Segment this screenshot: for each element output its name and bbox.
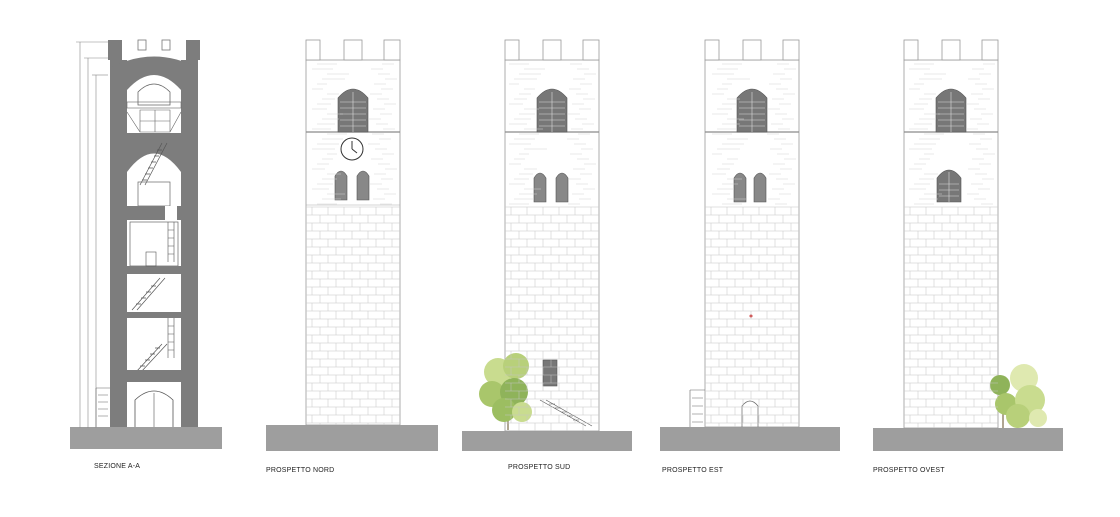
section-ladder (167, 222, 175, 262)
section-bell-frame (126, 101, 182, 109)
masonry-texture (505, 63, 599, 431)
west-elevation-drawing (873, 39, 1063, 451)
masonry-texture (904, 63, 998, 428)
section-slab (110, 312, 198, 318)
north-ground (266, 425, 438, 451)
west-merlons (903, 39, 999, 61)
section-stair (135, 343, 168, 373)
clock-icon (340, 137, 364, 161)
east-ground (660, 427, 840, 451)
label-west: PROSPETTO OVEST (873, 467, 945, 474)
north-elevation-drawing (266, 39, 438, 451)
section-ground-door (134, 390, 174, 427)
section-opening (165, 206, 177, 220)
east-external-stair (689, 389, 705, 427)
north-merlons (305, 39, 401, 61)
section-merlon (108, 40, 122, 60)
east-merlons (704, 39, 800, 61)
north-bell-window (337, 88, 369, 133)
label-section: SEZIONE A-A (94, 463, 141, 470)
east-bell-window (736, 88, 768, 133)
section-slab (110, 266, 198, 274)
section-bell-window (137, 83, 171, 106)
section-slab (110, 370, 198, 382)
section-bell-grid (126, 109, 182, 133)
section-merlon (186, 40, 200, 60)
east-elevation-drawing (660, 39, 840, 451)
south-merlons (504, 39, 600, 61)
section-stair (131, 277, 166, 311)
section-opening (145, 251, 157, 267)
west-single-window (936, 169, 962, 203)
section-merlon (161, 39, 171, 51)
section-a-a-drawing (70, 39, 222, 449)
tree-icon (479, 353, 532, 430)
masonry-texture (705, 63, 799, 427)
label-north: PROSPETTO NORD (266, 467, 335, 474)
east-ground-door (741, 400, 759, 427)
east-tower-body (704, 59, 800, 428)
west-ground (873, 428, 1063, 451)
south-ground (462, 431, 632, 451)
south-twin-windows (533, 172, 569, 203)
masonry-texture (306, 63, 400, 425)
label-east: PROSPETTO EST (662, 467, 724, 474)
west-bell-window (935, 88, 967, 133)
section-ground (70, 427, 222, 449)
section-external-stair (95, 387, 110, 427)
section-slab (110, 206, 198, 220)
section-floor-vault (110, 133, 198, 172)
south-door (539, 359, 593, 427)
section-room (137, 181, 171, 207)
section-vault (110, 56, 198, 90)
section-merlon (137, 39, 147, 51)
label-south: PROSPETTO SUD (508, 464, 571, 471)
section-stair (139, 142, 168, 186)
south-elevation-drawing (462, 39, 632, 451)
south-bell-window (536, 88, 568, 133)
section-ladder (167, 318, 175, 358)
east-twin-windows (733, 172, 767, 203)
north-twin-windows (334, 170, 370, 201)
section-room (129, 221, 179, 267)
tree-icon (990, 364, 1047, 428)
